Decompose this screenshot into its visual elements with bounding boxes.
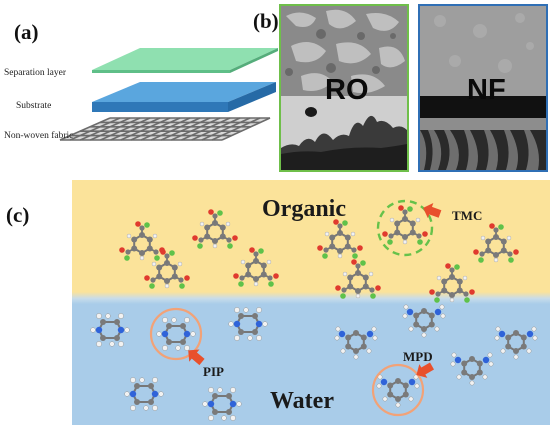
tmc-molecule: [118, 220, 166, 262]
mpd-molecule: [401, 303, 447, 339]
organic-label: Organic: [262, 196, 346, 222]
substrate-label: Substrate: [16, 101, 52, 111]
nf-label: NF: [467, 74, 506, 106]
water-label: Water: [270, 388, 334, 414]
ro-surface-micrograph: [281, 6, 407, 96]
pip-label: PIP: [203, 364, 224, 379]
mpd-molecule: [449, 351, 495, 387]
panel-b-label: (b): [253, 9, 279, 33]
tmc-label: TMC: [452, 208, 483, 223]
tmc-molecule: [316, 218, 364, 260]
panel-c-label: (c): [6, 203, 30, 227]
separation-layer-label: Separation layer: [4, 68, 66, 78]
pip-molecule: [155, 316, 197, 352]
pip-arrow-icon: [188, 349, 205, 366]
mpd-label: MPD: [403, 349, 433, 364]
tmc-arrow-icon: [423, 203, 442, 219]
membrane-layer-stack: [59, 48, 278, 141]
tmc-molecules: [118, 204, 520, 304]
ro-sem-panel: RO: [279, 4, 409, 172]
pointer-arrows: [188, 203, 442, 378]
pip-molecule: [227, 306, 269, 342]
tmc-molecule: [232, 246, 280, 288]
pip-molecules: [89, 306, 269, 422]
tmc-molecule: [428, 262, 476, 304]
panel-a-label: (a): [14, 20, 39, 44]
mpd-molecule: [375, 373, 421, 409]
pip-molecule: [123, 376, 165, 412]
non-woven-fabric-layer: [59, 117, 271, 141]
phase-interface: [72, 292, 550, 304]
tmc-molecule: [381, 204, 429, 246]
mpd-molecules: [333, 303, 539, 409]
tmc-molecule: [191, 208, 239, 250]
substrate-layer: [92, 82, 276, 112]
pip-molecule: [201, 386, 243, 422]
mpd-molecule: [493, 325, 539, 361]
nf-sem-panel: NF: [418, 4, 548, 172]
pip-molecule: [89, 312, 131, 348]
mpd-arrow-icon: [416, 362, 434, 378]
ro-cross-section-micrograph: [281, 96, 407, 170]
non-woven-fabric-label: Non-woven fabric: [4, 131, 74, 141]
ro-label: RO: [325, 74, 369, 106]
nf-cross-section-micrograph: [420, 96, 546, 170]
tmc-molecule: [472, 222, 520, 264]
tmc-highlight-circle: [376, 199, 434, 257]
pip-highlight-circle: [149, 307, 203, 361]
mpd-molecule: [333, 325, 379, 361]
nf-surface-micrograph: [420, 6, 546, 96]
tmc-molecule: [143, 248, 191, 290]
tmc-molecule: [334, 258, 382, 300]
mpd-highlight-circle: [371, 363, 425, 417]
separation-layer: [92, 48, 278, 73]
